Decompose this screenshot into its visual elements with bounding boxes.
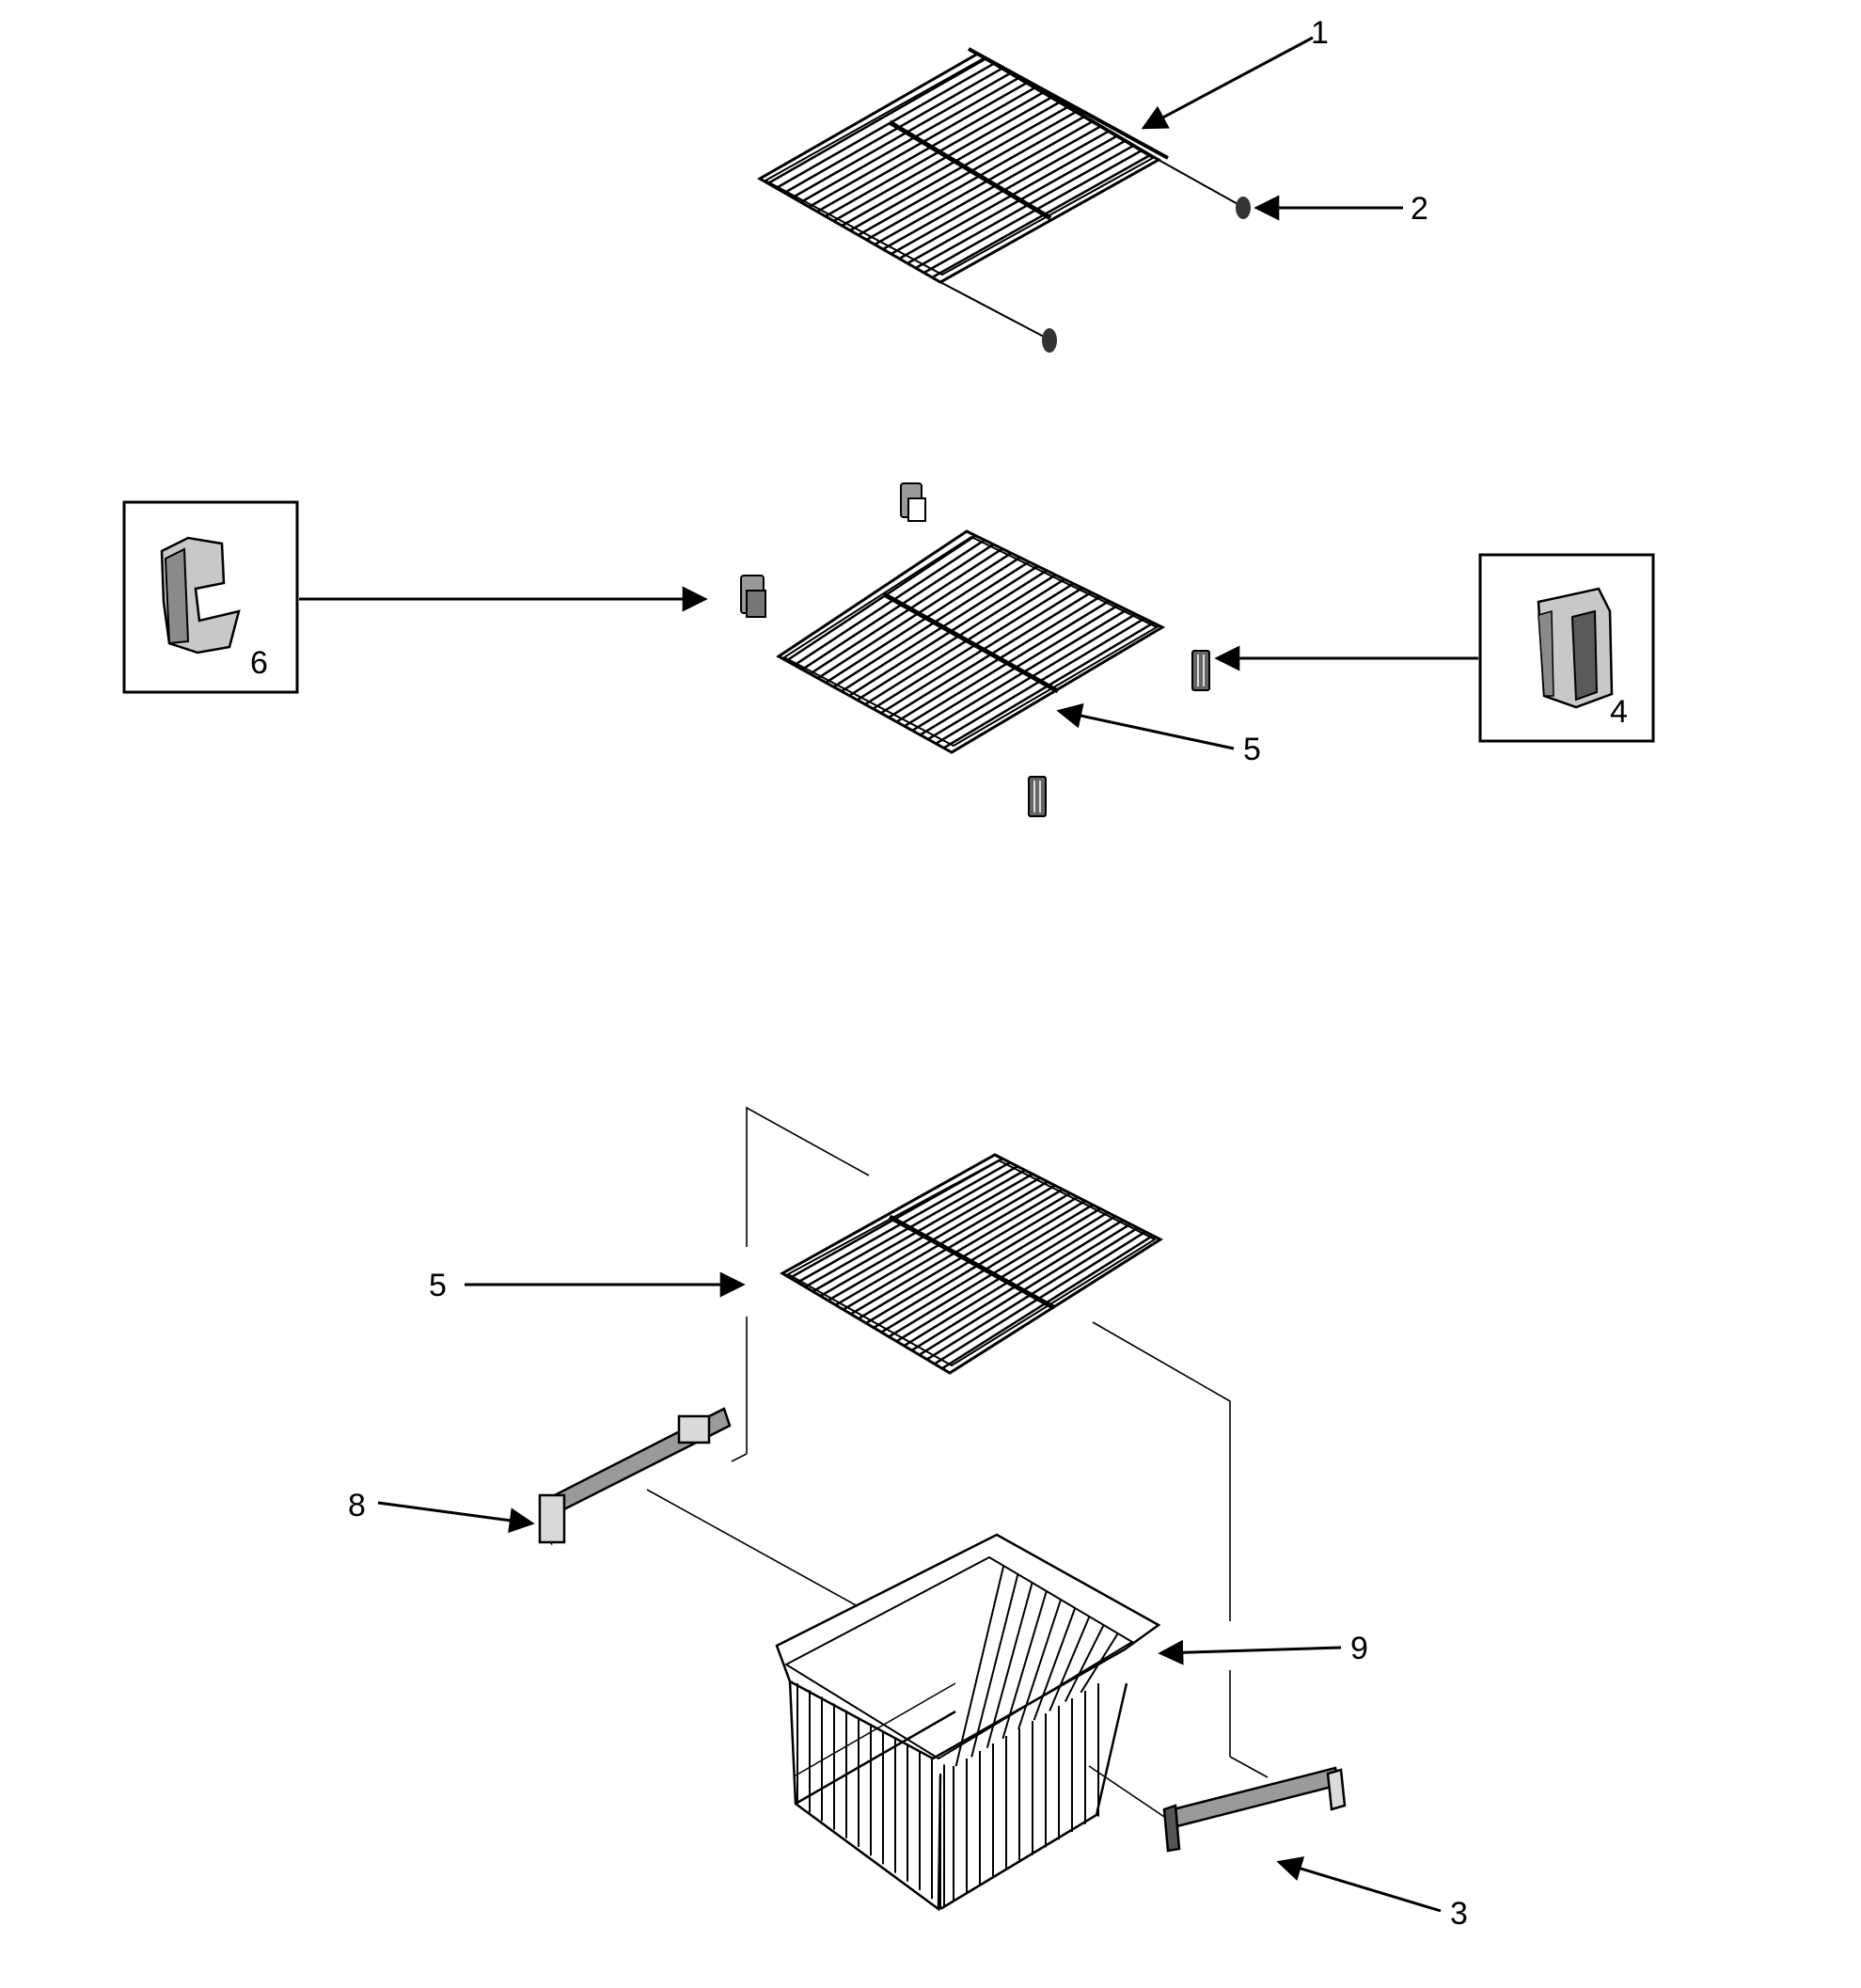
shelf-wire-rod — [800, 76, 1020, 204]
shelf-end-cap-bottom — [1042, 328, 1057, 353]
shelf-wire-rod — [882, 124, 1102, 251]
shelf-wire-rod — [849, 105, 1069, 232]
inset-box-part-6 — [122, 500, 299, 694]
shelf-wire-rod — [816, 86, 1036, 213]
callout-5-bottom: 5 — [429, 1268, 447, 1303]
shelf-wire-rod — [923, 149, 1143, 275]
bracket-left-middle — [740, 575, 766, 618]
shelf-wire-rod — [832, 96, 1053, 223]
basket-wire — [1080, 1633, 1119, 1694]
shelf-wire-rod — [915, 144, 1135, 270]
bracket-top-middle — [900, 482, 926, 522]
shelf-wire-rod — [825, 556, 1021, 684]
shelf-wire-rod — [817, 552, 1012, 680]
wire-shelf-middle — [776, 529, 1166, 754]
shelf-wire-rod — [865, 115, 1086, 242]
wire-shelf-bottom — [779, 1153, 1164, 1375]
shelf-wire-rod — [801, 543, 995, 671]
shelf-wire-rod — [775, 62, 996, 190]
shelf-wire-rod — [783, 67, 1003, 195]
callout-2: 2 — [1411, 191, 1428, 227]
shelf-wire-rod — [907, 139, 1127, 265]
basket-wire — [1001, 1590, 1048, 1740]
shelf-wire-rod — [931, 153, 1151, 279]
shelf-wire-rod — [808, 81, 1028, 209]
shelf-wire-rod — [874, 119, 1094, 246]
bracket-bottom-middle — [1028, 776, 1047, 817]
shelf-wire-rod — [841, 101, 1061, 228]
callout-9: 9 — [1350, 1631, 1368, 1666]
shelf-wire-rod — [785, 534, 977, 662]
basket-wire — [954, 1565, 1005, 1767]
shelf-wire-rod — [848, 569, 1048, 697]
shelf-end-cap-2 — [1236, 197, 1251, 219]
callout-8: 8 — [348, 1488, 366, 1523]
wire-shelf-top — [756, 47, 1240, 338]
basket-wire — [1064, 1624, 1105, 1703]
inset-box-part-4 — [1478, 553, 1655, 743]
basket-wire — [1033, 1607, 1077, 1721]
basket-wire — [1017, 1599, 1062, 1730]
callout-6: 6 — [250, 645, 268, 681]
shelf-wire-rod — [809, 547, 1003, 675]
shelf-wire-rod — [794, 539, 986, 667]
assembly-guide-lines — [646, 1106, 1269, 1825]
shelf-wire-rod — [898, 134, 1118, 260]
rail-part-3 — [1162, 1766, 1347, 1853]
callout-3: 3 — [1450, 1896, 1468, 1932]
shelf-wire-rod — [767, 57, 987, 185]
shelf-wire-rod — [841, 565, 1039, 693]
callout-arrows — [299, 36, 1478, 1913]
callout-4: 4 — [1610, 694, 1628, 730]
basket-wire — [970, 1573, 1019, 1758]
shelf-wire-rod — [792, 71, 1012, 199]
bracket-right-middle — [1191, 650, 1210, 691]
rail-part-8 — [538, 1407, 732, 1546]
shelf-wire-rod — [858, 110, 1078, 237]
shelf-wire-rod — [856, 574, 1057, 702]
shelf-wire-rod — [832, 560, 1030, 688]
basket-wire — [1049, 1616, 1091, 1712]
basket-wire — [986, 1582, 1033, 1748]
callout-1: 1 — [1311, 15, 1329, 51]
wire-basket-part-9 — [775, 1533, 1161, 1912]
shelf-wire-rod — [891, 130, 1111, 256]
callout-5-middle: 5 — [1243, 732, 1261, 767]
shelf-wire-rod — [825, 91, 1045, 218]
